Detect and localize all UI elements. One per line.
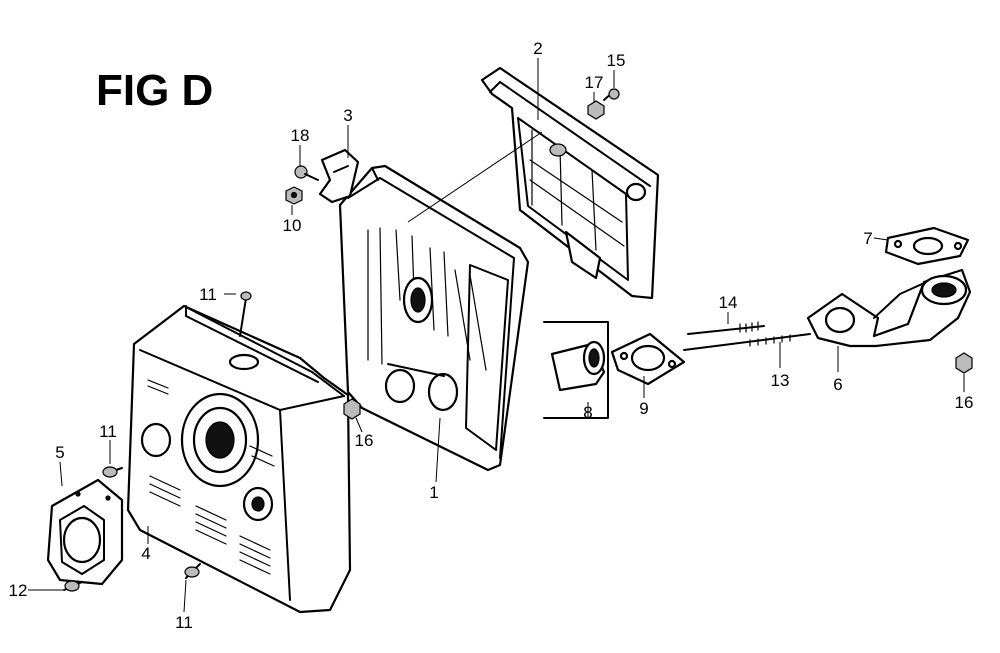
callout-2: 2	[533, 39, 542, 58]
callout-8: 8	[583, 403, 592, 422]
part-6-exhaust-elbow	[806, 268, 972, 348]
part-17-washer	[587, 100, 605, 120]
part-2-muffler-protector	[480, 66, 660, 300]
callout-12: 12	[9, 581, 28, 600]
callout-16-right: 16	[955, 393, 974, 412]
part-4-muffler-cover	[126, 304, 352, 614]
part-9-gasket	[610, 332, 686, 386]
callout-9: 9	[639, 399, 648, 418]
callout-labels: 2 15 17 3 18 10 7 11 14 13 6 9 8 16 16 1…	[9, 39, 974, 632]
callout-6: 6	[833, 375, 842, 394]
part-16-nut-left	[343, 398, 361, 420]
part-11-screw-left	[102, 466, 123, 478]
figure-title: FIG D	[96, 66, 213, 115]
part-18-bolt	[294, 165, 319, 181]
part-13-stud	[683, 333, 811, 351]
callout-7: 7	[863, 229, 872, 248]
part-5-arrester-cap	[46, 478, 124, 586]
callout-5: 5	[55, 443, 64, 462]
callout-15: 15	[607, 51, 626, 70]
leader-lines	[28, 58, 965, 613]
callout-13: 13	[771, 371, 790, 390]
callout-4: 4	[141, 544, 150, 563]
callout-1: 1	[429, 483, 438, 502]
callout-17: 17	[585, 73, 604, 92]
part-11-screw-top	[239, 291, 252, 337]
part-8-exhaust-pipe	[543, 321, 609, 419]
callout-3: 3	[343, 106, 352, 125]
callout-16-left: 16	[355, 431, 374, 450]
part-15-bolt	[603, 88, 620, 101]
part-10-nut	[285, 186, 303, 205]
part-3-bracket	[318, 148, 360, 204]
part-11-screw-bottom	[184, 563, 201, 579]
callout-11-left: 11	[99, 422, 117, 441]
callout-10: 10	[283, 216, 302, 235]
callout-11-bottom: 11	[175, 613, 193, 632]
part-1-muffler	[338, 164, 530, 472]
callout-18: 18	[291, 126, 310, 145]
callout-14: 14	[719, 293, 738, 312]
callout-11-top: 11	[199, 285, 217, 304]
part-12-screw	[63, 580, 83, 592]
part-14-stud	[687, 321, 765, 335]
part-16-nut-right	[955, 352, 973, 374]
part-7-gasket	[884, 226, 970, 266]
